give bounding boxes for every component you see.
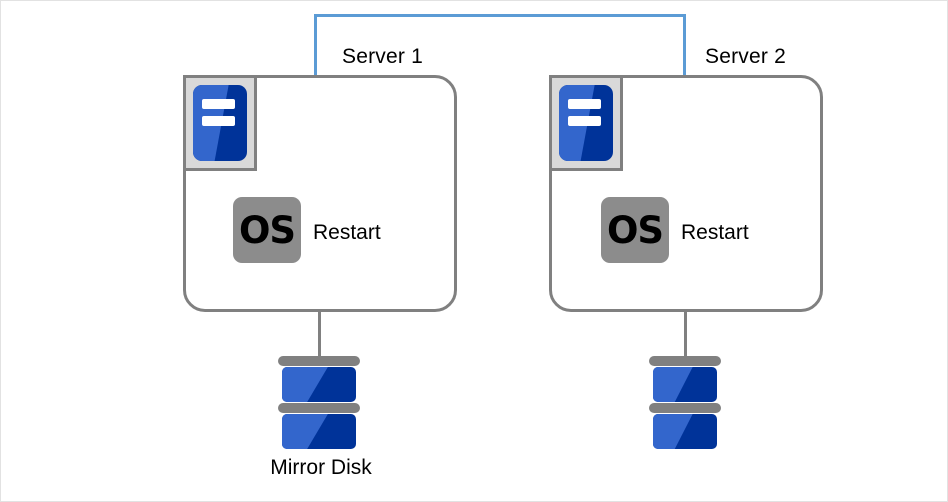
server-2-disk-connector xyxy=(684,312,687,360)
server-chassis-slot-1 xyxy=(567,99,602,110)
server-2-label: Server 2 xyxy=(705,45,786,68)
disk-slab-lower xyxy=(653,414,717,449)
server-chassis-body xyxy=(559,85,613,161)
server-1-os-action-label: Restart xyxy=(313,221,381,244)
server-1-disk-label: Mirror Disk xyxy=(270,456,372,479)
server-chassis-body xyxy=(193,85,247,161)
server-chassis-slot-2 xyxy=(567,116,602,127)
disk-plate-middle xyxy=(649,403,721,413)
server-1-label: Server 1 xyxy=(342,45,423,68)
server-chassis-slot-2 xyxy=(201,116,236,127)
server-interconnect-link xyxy=(314,14,686,77)
server-2-os-badge: OS xyxy=(601,197,669,263)
disk-plate-top xyxy=(649,356,721,366)
server-chassis-icon xyxy=(549,75,623,171)
disk-slab-upper xyxy=(282,367,356,402)
server-1-disk-connector xyxy=(318,312,321,360)
server-2-os-action-label: Restart xyxy=(681,221,749,244)
server-chassis-icon xyxy=(183,75,257,171)
disk-plate-top xyxy=(278,356,360,366)
server-1-disk-stack-icon xyxy=(278,356,360,454)
disk-slab-lower xyxy=(282,414,356,449)
server-2-disk-stack-icon xyxy=(649,356,721,454)
disk-slab-upper xyxy=(653,367,717,402)
disk-plate-middle xyxy=(278,403,360,413)
server-1-os-badge: OS xyxy=(233,197,301,263)
server-chassis-slot-1 xyxy=(201,99,236,110)
